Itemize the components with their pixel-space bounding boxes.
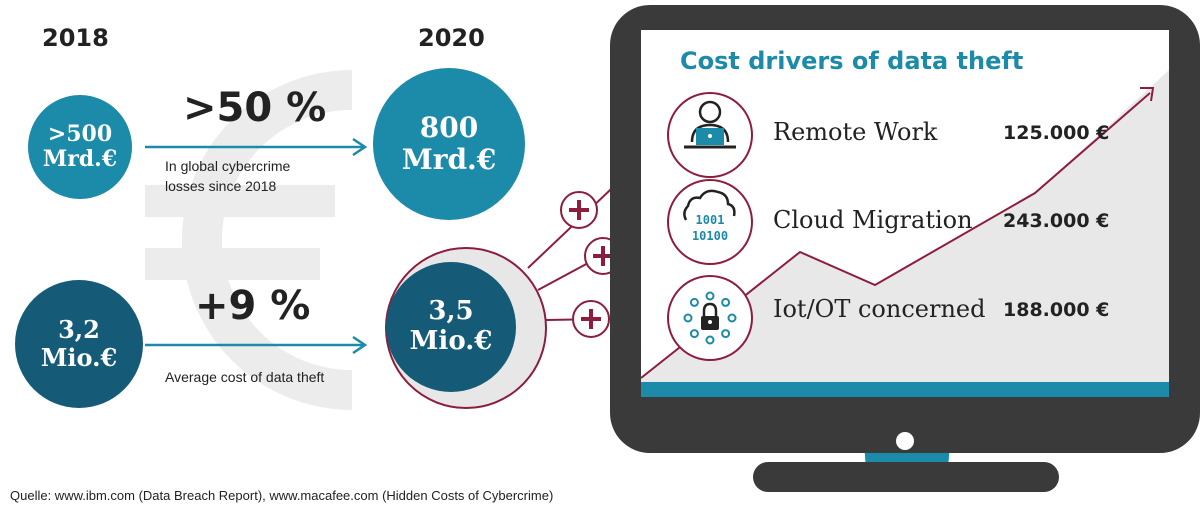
driver-value-cloud-migration: 243.000 €	[1003, 210, 1110, 232]
global-losses-2020-circle: 800 Mrd.€	[373, 68, 525, 220]
driver-label-cloud-migration: Cloud Migration	[773, 206, 973, 234]
trend-arrow-icon	[1140, 87, 1155, 102]
global-losses-caption-line2: losses since 2018	[165, 178, 277, 195]
global-losses-2018-value: >500	[47, 120, 113, 147]
trend-area	[641, 70, 1169, 382]
cloud-binary-line1: 1001	[696, 213, 725, 227]
monitor-base	[753, 462, 1059, 492]
driver-value-remote-work: 125.000 €	[1003, 122, 1110, 144]
screen-title: Cost drivers of data theft	[680, 47, 1024, 75]
global-losses-2018-unit: Mrd.€	[42, 146, 118, 172]
year-2018: 2018	[42, 24, 109, 52]
driver-label-iot-ot: Iot/OT concerned	[773, 295, 986, 323]
global-losses-caption: In global cybercrime losses since 2018	[165, 156, 290, 197]
year-2020: 2020	[418, 24, 485, 52]
avg-cost-caption: Average cost of data theft	[165, 369, 325, 385]
global-losses-change: >50 %	[183, 85, 327, 131]
cloud-binary-icon: 1001 10100	[667, 179, 753, 265]
driver-label-remote-work: Remote Work	[773, 118, 938, 146]
avg-cost-2020-value: 3,5	[428, 296, 474, 327]
global-losses-caption-line1: In global cybercrime	[165, 158, 291, 174]
source-note: Quelle: www.ibm.com (Data Breach Report)…	[10, 488, 554, 503]
person-laptop-icon	[667, 92, 753, 178]
avg-cost-2018-unit: Mio.€	[40, 343, 118, 372]
plus-icon	[572, 300, 610, 338]
avg-cost-2020-circle: 3,5 Mio.€	[386, 262, 516, 392]
driver-value-iot-ot: 188.000 €	[1003, 299, 1110, 321]
avg-cost-change: +9 %	[195, 283, 311, 329]
cloud-binary-line2: 10100	[692, 229, 728, 243]
camera-dot	[896, 432, 914, 450]
arrow-icon	[145, 137, 368, 157]
global-losses-2020-value: 800	[419, 110, 479, 144]
plus-icon	[560, 191, 598, 229]
avg-cost-2018-circle: 3,2 Mio.€	[15, 280, 143, 408]
global-losses-2018-circle: >500 Mrd.€	[28, 95, 132, 199]
trend-line	[640, 92, 1151, 379]
global-losses-2020-unit: Mrd.€	[401, 143, 497, 176]
network-lock-icon	[667, 275, 753, 361]
screen-bottom-bar	[641, 382, 1169, 397]
avg-cost-2020-unit: Mio.€	[409, 326, 493, 356]
avg-cost-2018-value: 3,2	[58, 315, 100, 345]
arrow-icon	[145, 335, 368, 355]
